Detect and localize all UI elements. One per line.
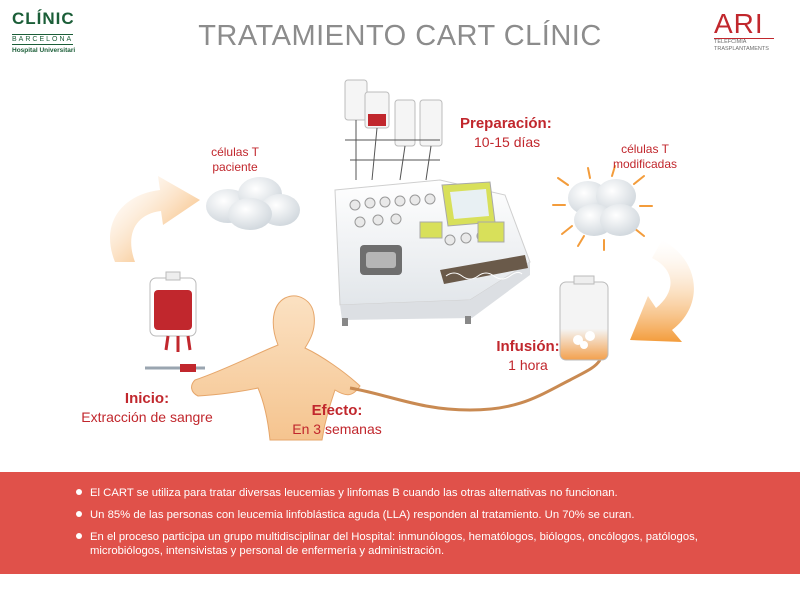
ari-logo-name: ARI: [714, 8, 764, 39]
step-preparacion-detail: 10-15 días: [474, 134, 541, 150]
arrow-to-infusion: [630, 240, 694, 342]
arrow-to-patient-cells: [110, 176, 200, 262]
fact-text: El CART se utiliza para tratar diversas …: [90, 487, 618, 499]
modified-cells-label-line1: células T: [621, 142, 669, 156]
ari-logo-line1: TELEFCIMIA: [714, 38, 774, 46]
blood-bag-icon: [145, 271, 205, 372]
ari-logo-line2: TRASPLANTAMENTS: [714, 46, 769, 52]
step-efecto-title: Efecto:: [311, 402, 363, 419]
infusion-bag-icon: [559, 275, 609, 361]
fact-text: En el proceso participa un grupo multidi…: [90, 531, 698, 557]
clinic-logo: CLÍNIC BARCELONA Hospital Universitari: [12, 10, 92, 55]
facts-band: El CART se utiliza para tratar diversas …: [0, 472, 800, 574]
step-preparacion-title: Preparación:: [460, 115, 552, 132]
patient-cells-label: células T paciente: [180, 145, 290, 175]
page-title: TRATAMIENTO CART CLÍNIC: [198, 20, 602, 52]
infusion-line: [349, 359, 602, 412]
fact-item: En el proceso participa un grupo multidi…: [76, 530, 710, 558]
modified-t-cells-icon: [552, 165, 653, 251]
step-infusion: Infusión: 1 hora: [488, 338, 568, 374]
patient-cells-label-line2: paciente: [212, 160, 258, 174]
step-inicio-title: Inicio:: [124, 390, 170, 407]
bullet-icon: [76, 489, 82, 495]
modified-cells-label: células T modificadas: [590, 142, 700, 172]
patient-t-cells-icon: [206, 177, 300, 230]
fact-item: Un 85% de las personas con leucemia linf…: [76, 508, 710, 522]
clinic-logo-name: CLÍNIC: [12, 9, 75, 28]
bullet-icon: [76, 533, 82, 539]
step-infusion-title: Infusión:: [496, 338, 560, 355]
fact-item: El CART se utiliza para tratar diversas …: [76, 486, 710, 500]
clinic-logo-city: BARCELONA: [12, 34, 74, 45]
step-inicio-detail: Extracción de sangre: [81, 409, 213, 425]
step-inicio: Inicio: Extracción de sangre: [62, 390, 232, 426]
fact-text: Un 85% de las personas con leucemia linf…: [90, 509, 635, 521]
step-infusion-detail: 1 hora: [508, 357, 548, 373]
ari-logo: ARI TELEFCIMIA TRASPLANTAMENTS: [714, 10, 794, 53]
modified-cells-label-line2: modificadas: [612, 157, 678, 171]
clinic-logo-subtitle: Hospital Universitari: [12, 47, 76, 54]
step-efecto-detail: En 3 semanas: [292, 421, 382, 437]
bullet-icon: [76, 511, 82, 517]
step-efecto: Efecto: En 3 semanas: [282, 402, 392, 438]
clinimacs-machine-icon: [334, 79, 531, 326]
patient-cells-label-line1: células T: [211, 145, 259, 159]
step-preparacion: Preparación: 10-15 días: [460, 115, 580, 151]
patient-figure-icon: [191, 295, 361, 441]
